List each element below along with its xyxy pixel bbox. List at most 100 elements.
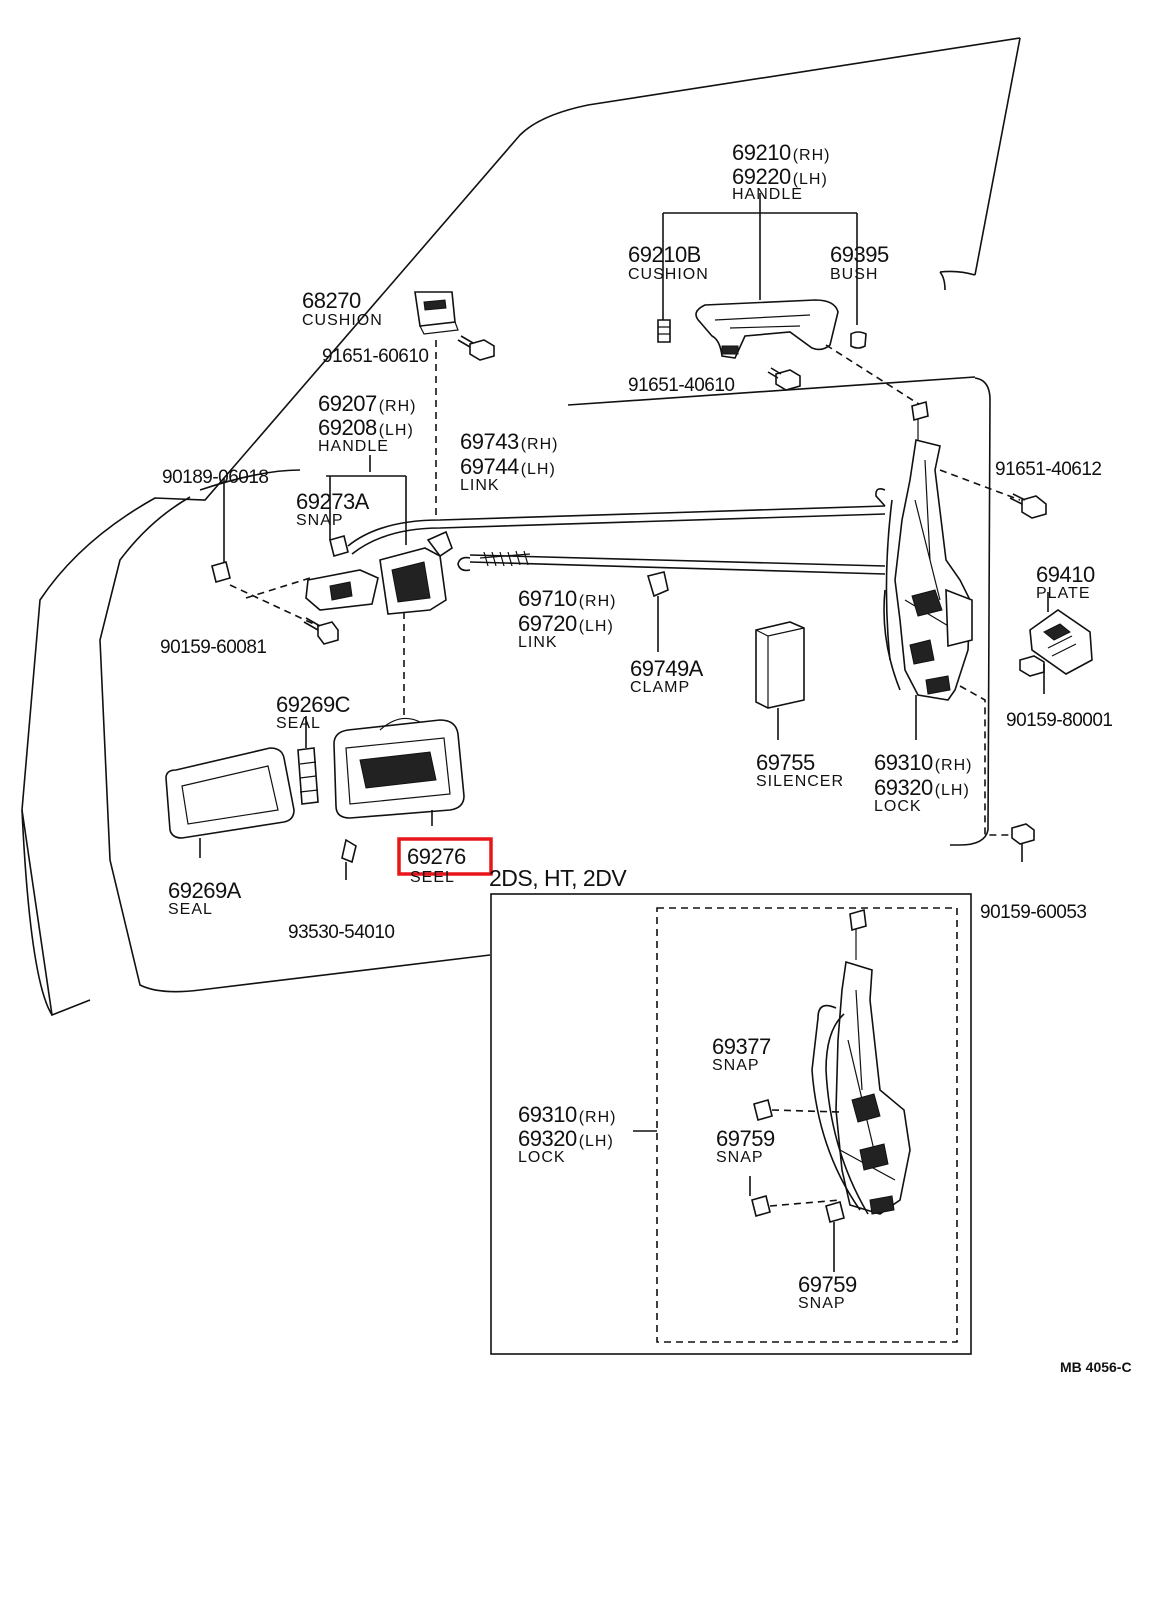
svg-text:SNAP: SNAP [798,1295,846,1312]
svg-text:69310(RH): 69310(RH) [518,1102,616,1127]
cushion-69210b [657,319,671,343]
svg-text:69749A: 69749A [630,656,704,681]
outside-handle-group [657,193,926,409]
svg-text:SEAL: SEAL [168,901,213,918]
diagram-code: MB 4056-C [1060,1359,1132,1375]
outside-handle [695,299,839,359]
label-69210b: 69210B CUSHION [628,242,709,283]
cushion-68270 [414,291,459,335]
label-69269c: 69269C SEAL [276,692,351,732]
svg-text:LINK: LINK [460,477,500,494]
svg-text:69720(LH): 69720(LH) [518,611,614,636]
inset-snap-69759b [825,1201,845,1272]
label-69743: 69743(RH) 69744(LH) LINK [460,429,558,494]
label-90159-80001: 90159-80001 [1006,710,1113,731]
label-69395: 69395 BUSH [830,242,889,283]
bolt-91651-60610 [457,335,495,361]
svg-text:CUSHION: CUSHION [302,312,383,329]
svg-text:LOCK: LOCK [874,798,922,815]
inset-snap-69377 [753,1099,841,1121]
label-90159-60053: 90159-60053 [980,902,1087,923]
label-91651-60610: 91651-60610 [322,346,429,367]
seal-69269a [165,747,295,858]
svg-text:69710(RH): 69710(RH) [518,586,616,611]
svg-text:SNAP: SNAP [712,1057,760,1074]
plate-69410 [1029,592,1093,675]
svg-text:69395: 69395 [830,242,889,267]
label-inset-69759a: 69759 SNAP [716,1126,775,1166]
seal-69269c [297,716,319,805]
highlight-box [397,837,493,876]
label-69269a: 69269A SEAL [168,878,242,918]
label-69410: 69410 PLATE [1036,562,1095,602]
label-69710: 69710(RH) 69720(LH) LINK [518,586,616,651]
svg-text:68270: 68270 [302,288,361,313]
inset-lock [811,908,911,1215]
label-91651-40610: 91651-40610 [628,375,735,396]
svg-text:69310(RH): 69310(RH) [874,750,972,775]
clip-90189-06018 [211,478,231,583]
bolt-90159-80001 [1019,655,1045,694]
svg-text:69273A: 69273A [296,489,370,514]
inside-handle-assembly [305,455,886,615]
bush-69395 [850,331,867,349]
label-69310: 69310(RH) 69320(LH) LOCK [874,750,972,815]
label-69749a: 69749A CLAMP [630,656,704,696]
screw-93530-54010 [341,838,357,880]
bolt-90159-60053 [1011,823,1035,862]
label-69210: 69210(RH) 69220(LH) HANDLE [732,140,830,203]
label-93530-54010: 93530-54010 [288,922,395,943]
svg-text:69759: 69759 [798,1272,857,1297]
label-69273a: 69273A SNAP [296,489,370,529]
inset-snap-69759a [749,1176,841,1217]
svg-text:69755: 69755 [756,750,815,775]
svg-text:69759: 69759 [716,1126,775,1151]
svg-text:69269A: 69269A [168,878,242,903]
label-90189-06018: 90189-06018 [162,467,269,488]
svg-text:69320(LH): 69320(LH) [518,1126,614,1151]
svg-text:69207(RH): 69207(RH) [318,391,416,416]
svg-text:HANDLE: HANDLE [318,438,389,455]
svg-text:69208(LH): 69208(LH) [318,415,414,440]
label-68270: 68270 CUSHION [302,288,383,329]
svg-text:69210B: 69210B [628,242,701,267]
inset-panel [490,893,972,1355]
clamp-69749a [646,571,669,652]
bolt-91651-40612 [939,469,1047,519]
svg-text:69744(LH): 69744(LH) [460,454,556,479]
svg-text:69410: 69410 [1036,562,1095,587]
svg-text:SEEL: SEEL [410,869,455,886]
svg-text:CLAMP: CLAMP [630,679,690,696]
inside-handle [379,530,453,615]
label-69207: 69207(RH) 69208(LH) HANDLE [318,391,416,455]
svg-text:LINK: LINK [518,634,558,651]
inset-title: 2DS, HT, 2DV [489,865,627,891]
svg-text:LOCK: LOCK [518,1149,566,1166]
door-outline [21,37,1021,1017]
svg-text:69377: 69377 [712,1034,771,1059]
svg-text:69210(RH): 69210(RH) [732,140,830,165]
svg-text:HANDLE: HANDLE [732,186,803,203]
svg-text:69743(RH): 69743(RH) [460,429,558,454]
svg-text:SNAP: SNAP [716,1149,764,1166]
lever-bracket [305,569,379,611]
label-inset-69759b: 69759 SNAP [798,1272,857,1312]
bolt-91651-40610 [767,367,801,391]
door-lock-assembly [875,400,973,701]
bezel-69276 [333,717,465,826]
label-69755: 69755 SILENCER [756,750,844,790]
svg-text:69320(LH): 69320(LH) [874,775,970,800]
svg-text:SEAL: SEAL [276,715,321,732]
svg-text:SILENCER: SILENCER [756,773,844,790]
svg-text:69220(LH): 69220(LH) [732,164,828,189]
bolt-90159-60081 [229,577,339,645]
svg-text:SNAP: SNAP [296,512,344,529]
snap-69273a [329,535,349,557]
svg-text:BUSH: BUSH [830,266,878,283]
silencer-69755 [755,621,805,740]
svg-text:CUSHION: CUSHION [628,266,709,283]
svg-text:69269C: 69269C [276,692,351,717]
svg-text:69276: 69276 [407,844,466,869]
svg-text:PLATE: PLATE [1036,585,1091,602]
